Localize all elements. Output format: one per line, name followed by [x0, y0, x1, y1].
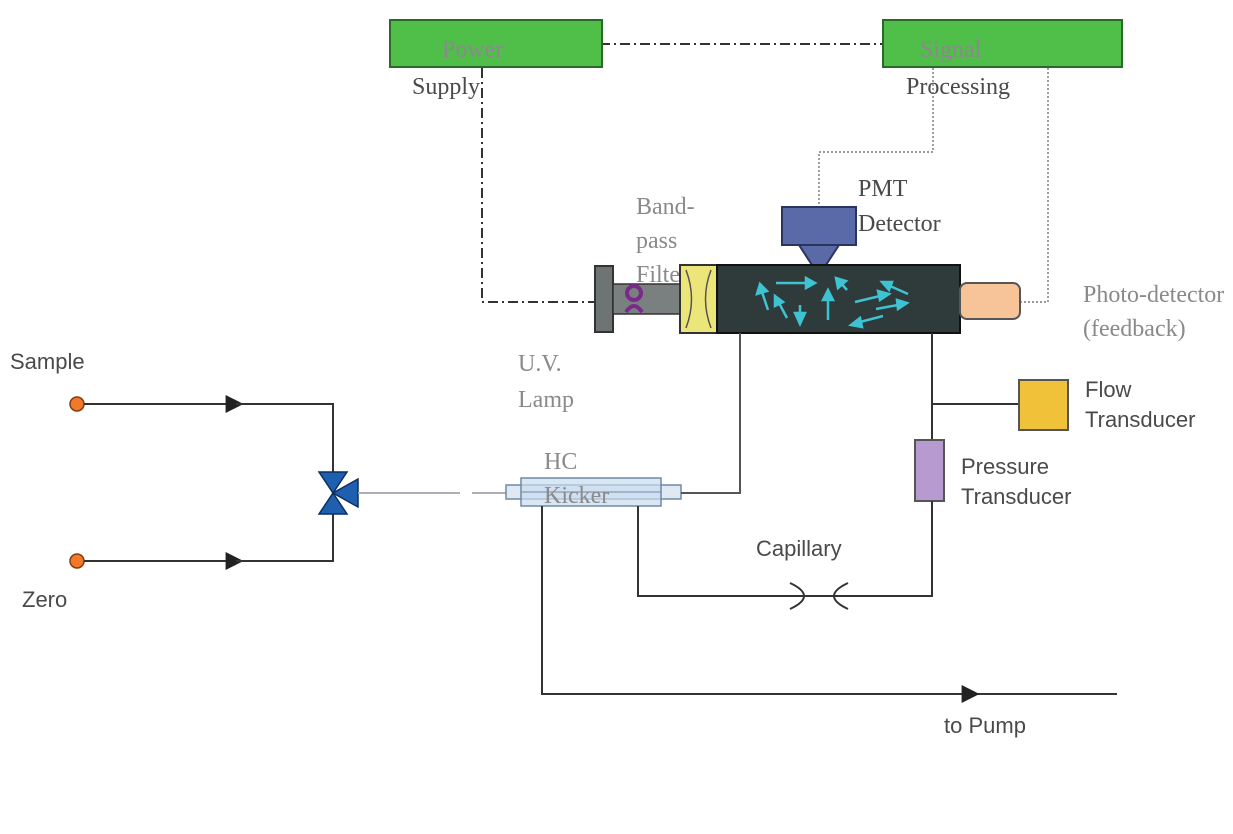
- pmt-label-bottom: Detector: [858, 211, 941, 237]
- signal-pmt-link: [818, 68, 934, 207]
- pmt-label-top: PMT: [858, 176, 908, 202]
- photodetector-label-bottom: (feedback): [1083, 316, 1186, 342]
- power-supply-label-top: Power: [442, 37, 503, 63]
- zero-inlet-port: [69, 553, 85, 569]
- flow-label-bottom: Transducer: [1085, 407, 1195, 432]
- power-supply-label-bottom: Supply: [412, 74, 480, 100]
- signal-processing-label-bottom: Processing: [906, 74, 1010, 100]
- pressure-transducer: [914, 439, 945, 502]
- capillary-loop-line: [637, 501, 933, 597]
- signal-processing-box: [882, 19, 1123, 68]
- hc-kicker-label-top: HC: [544, 449, 577, 475]
- fluorescence-arrows-icon: [755, 275, 910, 329]
- to-pump-label: to Pump: [944, 713, 1026, 738]
- pmt-detector-body: [781, 206, 857, 246]
- pump-line: [541, 506, 1117, 695]
- zero-line: [236, 508, 334, 562]
- signal-processing-label-top: Signal: [920, 37, 982, 63]
- uv-lamp-label-bottom: Lamp: [518, 387, 574, 413]
- photodetector-label-top: Photo-detector: [1083, 282, 1224, 308]
- filter-label-1: Band-: [636, 194, 695, 220]
- signal-photodetector-link: [1020, 68, 1049, 303]
- capillary-restrictor-icon: [789, 582, 849, 610]
- kicker-to-chamber-line: [681, 333, 741, 494]
- filter-lens-icon: [685, 269, 712, 329]
- uv-lamp-housing: [612, 283, 682, 315]
- sample-label: Sample: [10, 349, 85, 374]
- uv-lamp-plate: [594, 265, 614, 333]
- pressure-label-top: Pressure: [961, 454, 1049, 479]
- sample-inlet-port: [69, 396, 85, 412]
- three-way-valve-icon: [317, 471, 359, 515]
- uv-lamp-bulb-icon: [624, 284, 644, 314]
- pmt-detector-nozzle: [797, 244, 841, 266]
- pressure-label-bottom: Transducer: [961, 484, 1071, 509]
- photodetector: [959, 282, 1021, 320]
- hc-kicker-label-bottom: Kicker: [544, 483, 609, 509]
- zero-label: Zero: [22, 587, 67, 612]
- uv-lamp-label-top: U.V.: [518, 351, 562, 377]
- flow-label-top: Flow: [1085, 377, 1132, 402]
- reaction-chamber: [716, 264, 961, 334]
- bandpass-filter: [679, 264, 718, 334]
- flow-transducer: [1018, 379, 1069, 431]
- capillary-label: Capillary: [756, 536, 842, 561]
- sample-line: [236, 403, 334, 480]
- power-supply-box: [389, 19, 603, 68]
- filter-label-2: pass: [636, 228, 677, 254]
- power-lamp-link: [481, 68, 598, 303]
